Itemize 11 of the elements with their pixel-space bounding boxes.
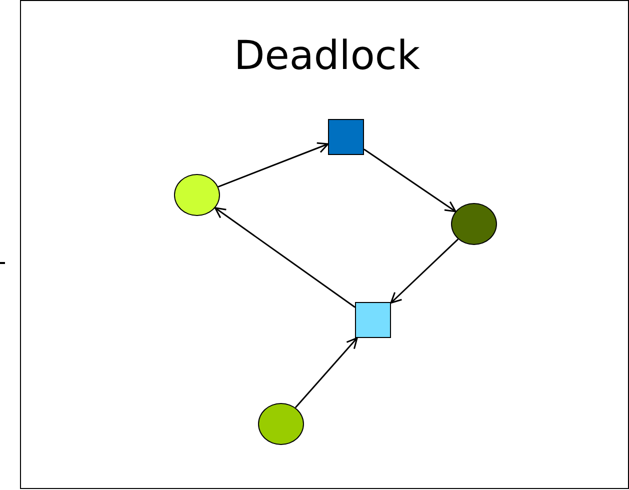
arrow [218, 142, 329, 188]
circle-node [451, 203, 497, 245]
title: Deadlock [232, 32, 422, 80]
square-node [328, 119, 364, 155]
arrow [294, 337, 358, 408]
circle-node [174, 174, 220, 216]
arrow [390, 238, 459, 304]
square-node [355, 302, 391, 338]
arrow [364, 148, 456, 212]
circle-node [258, 403, 304, 445]
arrow [214, 207, 356, 308]
